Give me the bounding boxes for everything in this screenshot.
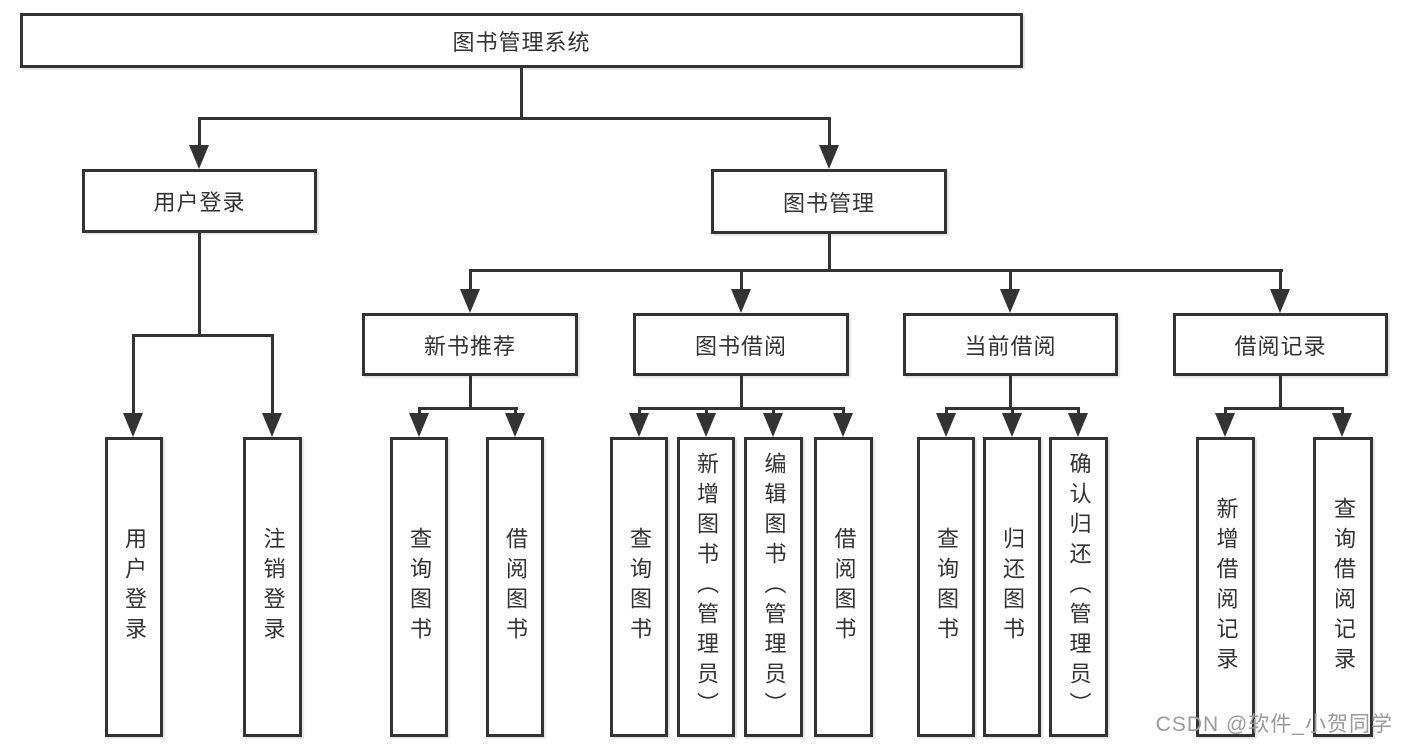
leaf-label: 查询图书 <box>627 527 652 647</box>
arrow-down-icon <box>189 145 209 169</box>
connector-line <box>842 407 845 418</box>
connector-line <box>638 407 845 410</box>
leaf-label: 新增图书（管理员） <box>694 452 719 722</box>
leaf-label: 查询图书 <box>934 527 959 647</box>
node-borrow-label: 图书借阅 <box>694 333 787 359</box>
connector-line <box>1224 407 1227 418</box>
connector-line <box>418 407 421 418</box>
connector-line <box>198 117 831 120</box>
connector-line <box>418 407 518 410</box>
arrow-down-icon <box>409 413 429 437</box>
leaf-label: 借阅图书 <box>831 527 857 647</box>
node-current-label: 当前借阅 <box>964 333 1057 359</box>
leaf-label: 借阅图书 <box>503 527 528 647</box>
node-leaf-records-query: 查询借阅记录 <box>1313 437 1373 737</box>
node-book-mgmt-label: 图书管理 <box>782 190 875 216</box>
node-user-login: 用户登录 <box>82 169 317 233</box>
arrow-down-icon <box>763 413 783 437</box>
connector-line <box>772 407 775 418</box>
connector-line <box>828 234 831 272</box>
connector-line <box>132 334 135 418</box>
connector-line <box>705 407 708 418</box>
arrow-down-icon <box>1068 413 1088 437</box>
arrow-down-icon <box>1270 289 1290 313</box>
leaf-label: 查询图书 <box>407 527 432 647</box>
connector-line <box>1009 376 1012 410</box>
connector-line <box>469 269 1283 272</box>
node-leaf-records-add: 新增借阅记录 <box>1196 437 1255 737</box>
node-leaf-user-login: 用户登录 <box>105 437 163 737</box>
node-new-books-label: 新书推荐 <box>423 333 516 359</box>
connector-line <box>271 334 274 418</box>
connector-line <box>520 68 523 118</box>
arrow-down-icon <box>1000 289 1020 313</box>
node-leaf-borrow-borrow: 借阅图书 <box>814 437 873 737</box>
leaf-label: 新增借阅记录 <box>1213 497 1239 677</box>
arrow-down-icon <box>833 413 853 437</box>
arrow-down-icon <box>505 413 525 437</box>
arrow-down-icon <box>1002 413 1022 437</box>
leaf-label: 归还图书 <box>1000 527 1025 647</box>
connector-line <box>469 376 472 410</box>
arrow-down-icon <box>1215 413 1235 437</box>
node-root-label: 图书管理系统 <box>452 29 591 55</box>
node-root: 图书管理系统 <box>20 13 1023 68</box>
connector-line <box>514 407 517 418</box>
connector-line <box>198 233 201 337</box>
node-leaf-newbooks-borrow: 借阅图书 <box>486 437 544 737</box>
node-user-login-label: 用户登录 <box>153 190 246 215</box>
connector-line <box>1011 407 1014 418</box>
connector-line <box>945 407 948 418</box>
node-leaf-borrow-edit: 编辑图书（管理员） <box>744 437 803 737</box>
node-leaf-borrow-query: 查询图书 <box>610 437 668 737</box>
node-current: 当前借阅 <box>903 313 1118 376</box>
connector-line <box>638 407 641 418</box>
arrow-down-icon <box>731 289 751 313</box>
connector-line <box>1009 269 1012 293</box>
connector-line <box>469 269 472 293</box>
connector-line <box>740 269 743 293</box>
connector-line <box>132 334 273 337</box>
leaf-label: 查询借阅记录 <box>1331 497 1356 677</box>
arrow-down-icon <box>819 145 839 169</box>
connector-line <box>1224 407 1344 410</box>
arrow-down-icon <box>696 413 716 437</box>
node-records: 借阅记录 <box>1173 313 1388 376</box>
arrow-down-icon <box>460 289 480 313</box>
connector-line <box>740 376 743 410</box>
arrow-down-icon <box>936 413 956 437</box>
csdn-watermark: CSDN @软件_小贺同学 <box>1155 713 1393 736</box>
leaf-label: 注销登录 <box>260 527 286 647</box>
node-records-label: 借阅记录 <box>1234 333 1327 359</box>
arrow-down-icon <box>629 413 649 437</box>
connector-line <box>198 117 201 149</box>
node-new-books: 新书推荐 <box>362 313 578 376</box>
connector-line <box>1279 269 1282 293</box>
arrow-down-icon <box>262 413 282 437</box>
connector-line <box>828 117 831 149</box>
leaf-label: 用户登录 <box>122 527 147 647</box>
arrow-down-icon <box>123 413 143 437</box>
arrow-down-icon <box>1332 413 1352 437</box>
connector-line <box>1341 407 1344 418</box>
leaf-label: 编辑图书（管理员） <box>761 452 787 722</box>
node-leaf-logout: 注销登录 <box>243 437 302 737</box>
node-leaf-current-query: 查询图书 <box>917 437 975 737</box>
node-borrow: 图书借阅 <box>633 313 849 376</box>
connector-line <box>1077 407 1080 418</box>
node-leaf-current-return: 归还图书 <box>983 437 1041 737</box>
connector-line <box>1279 376 1282 410</box>
node-leaf-borrow-add: 新增图书（管理员） <box>677 437 735 737</box>
node-leaf-newbooks-query: 查询图书 <box>390 437 448 737</box>
node-book-mgmt: 图书管理 <box>711 169 947 234</box>
leaf-label: 确认归还（管理员） <box>1066 452 1092 722</box>
node-leaf-current-confirm: 确认归还（管理员） <box>1049 437 1108 737</box>
